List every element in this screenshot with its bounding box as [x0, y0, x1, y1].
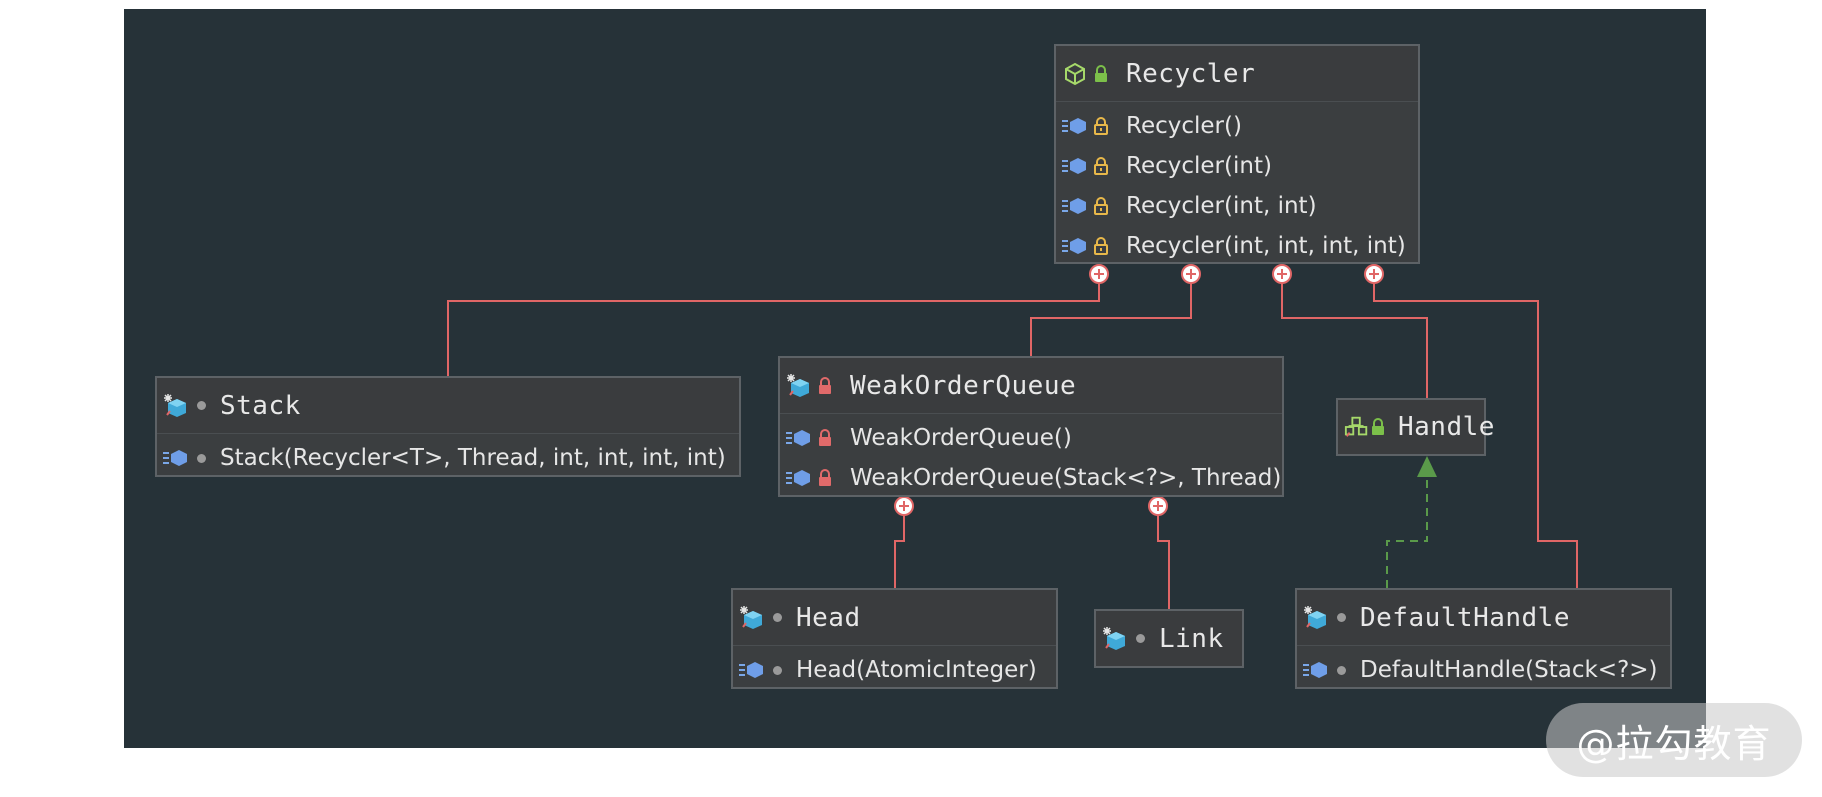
member-label: WeakOrderQueue(Stack<?>, Thread) [850, 465, 1282, 491]
interface-icon [1344, 413, 1370, 441]
member-row[interactable]: Recycler(int, int) [1056, 186, 1418, 226]
method-icon [739, 656, 765, 684]
package-private-dot-icon [1337, 665, 1346, 675]
class-title: Stack [220, 390, 301, 421]
member-label: Recycler() [1126, 113, 1242, 139]
member-row[interactable]: WeakOrderQueue(Stack<?>, Thread) [780, 458, 1282, 498]
member-row[interactable]: DefaultHandle(Stack<?>) [1297, 650, 1670, 690]
member-label: Recycler(int, int, int, int) [1126, 233, 1406, 259]
class-head[interactable]: Head Head(AtomicInteger) [731, 588, 1058, 689]
class-stack[interactable]: Stack Stack(Recycler<T>, Thread, int, in… [155, 376, 741, 477]
method-icon [1062, 232, 1088, 260]
public-lock-icon [1088, 60, 1114, 88]
package-private-dot-icon [773, 613, 782, 622]
class-title: Head [796, 602, 861, 633]
class-header: Stack [157, 378, 739, 434]
class-title: DefaultHandle [1360, 602, 1570, 633]
static-class-icon [163, 392, 189, 420]
method-icon [1303, 656, 1329, 684]
class-title: WeakOrderQueue [850, 370, 1077, 401]
class-header: WeakOrderQueue [780, 358, 1282, 414]
protected-lock-icon [1088, 232, 1114, 260]
package-private-dot-icon [197, 401, 206, 410]
class-header: Link [1096, 611, 1242, 666]
member-label: Recycler(int, int) [1126, 193, 1317, 219]
public-lock-icon [1370, 413, 1386, 441]
class-header: Handle [1338, 400, 1494, 454]
static-class-icon [786, 372, 812, 400]
package-private-dot-icon [773, 665, 782, 675]
class-link[interactable]: Link [1094, 609, 1244, 668]
private-lock-icon [812, 464, 838, 492]
member-label: Head(AtomicInteger) [796, 657, 1037, 683]
method-icon [786, 464, 812, 492]
class-defaulthandle[interactable]: DefaultHandle DefaultHandle(Stack<?>) [1295, 588, 1672, 689]
watermark: @拉勾教育 [1546, 703, 1802, 777]
class-handle[interactable]: Handle [1336, 398, 1494, 456]
protected-lock-icon [1088, 112, 1114, 140]
member-label: DefaultHandle(Stack<?>) [1360, 657, 1658, 683]
member-row[interactable]: Recycler() [1056, 106, 1418, 146]
package-private-dot-icon [1337, 613, 1346, 622]
protected-lock-icon [1088, 192, 1114, 220]
static-class-icon [739, 604, 765, 632]
member-label: Recycler(int) [1126, 153, 1272, 179]
member-row[interactable]: Head(AtomicInteger) [733, 650, 1056, 690]
static-class-icon [1102, 625, 1128, 653]
private-lock-icon [812, 372, 838, 400]
package-private-dot-icon [1136, 634, 1145, 643]
method-icon [1062, 112, 1088, 140]
class-recycler[interactable]: Recycler Recycler() Recycler(int) Recycl… [1054, 44, 1420, 264]
member-row[interactable]: WeakOrderQueue() [780, 418, 1282, 458]
member-row[interactable]: Recycler(int, int, int, int) [1056, 226, 1418, 266]
member-row[interactable]: Stack(Recycler<T>, Thread, int, int, int… [157, 438, 739, 478]
class-title: Recycler [1126, 58, 1256, 89]
method-icon [1062, 192, 1088, 220]
member-row[interactable]: Recycler(int) [1056, 146, 1418, 186]
method-icon [163, 444, 189, 472]
member-label: Stack(Recycler<T>, Thread, int, int, int… [220, 445, 726, 471]
method-icon [1062, 152, 1088, 180]
package-private-dot-icon [197, 453, 206, 463]
method-icon [786, 424, 812, 452]
abstract-class-icon [1062, 60, 1088, 88]
class-header: DefaultHandle [1297, 590, 1670, 646]
class-title: Handle [1398, 412, 1495, 442]
class-header: Recycler [1056, 46, 1418, 102]
class-title: Link [1159, 623, 1224, 654]
class-weakorderqueue[interactable]: WeakOrderQueue WeakOrderQueue() WeakOrde… [778, 356, 1284, 497]
protected-lock-icon [1088, 152, 1114, 180]
static-class-icon [1303, 604, 1329, 632]
class-header: Head [733, 590, 1056, 646]
member-label: WeakOrderQueue() [850, 425, 1072, 451]
private-lock-icon [812, 424, 838, 452]
